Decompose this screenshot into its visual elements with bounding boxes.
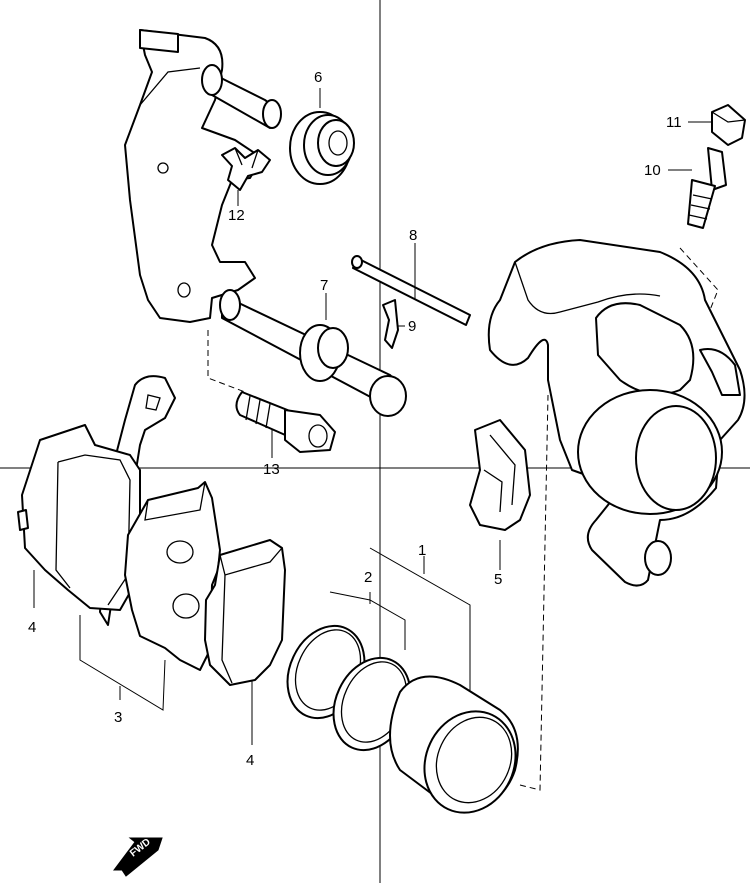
callout-10: 10 bbox=[644, 162, 661, 179]
upper-slide-pin bbox=[201, 64, 282, 129]
callout-12: 12 bbox=[228, 207, 245, 224]
callout-5: 5 bbox=[494, 571, 502, 588]
callout-4-right: 4 bbox=[246, 752, 254, 769]
pad-pin-part-8 bbox=[351, 255, 471, 326]
group-bracket-part-1 bbox=[369, 547, 471, 700]
group-bracket-part-2 bbox=[329, 591, 406, 650]
assembly-guide-line bbox=[519, 394, 549, 791]
callout-3: 3 bbox=[114, 709, 122, 726]
pad-shim-with-holes-part-3 bbox=[124, 481, 221, 671]
caliper-bracket bbox=[124, 29, 263, 323]
bolt-part-13 bbox=[235, 391, 336, 453]
pad-spring-part-5 bbox=[469, 419, 531, 531]
callout-6: 6 bbox=[314, 69, 322, 86]
clip-part-9 bbox=[382, 299, 399, 349]
callout-2: 2 bbox=[364, 569, 372, 586]
bleeder-valve-part-10 bbox=[687, 147, 727, 229]
boot-part-6 bbox=[289, 111, 355, 185]
callout-8: 8 bbox=[409, 227, 417, 244]
spring-clip-part-12 bbox=[221, 147, 271, 191]
callout-4-left: 4 bbox=[28, 619, 36, 636]
brake-pad-left-part-4 bbox=[17, 424, 141, 611]
cap-part-11 bbox=[711, 104, 746, 146]
forward-direction-arrow: FWD bbox=[113, 837, 163, 877]
callout-7: 7 bbox=[320, 277, 328, 294]
callout-13: 13 bbox=[263, 461, 280, 478]
brake-pad-right-part-4 bbox=[204, 539, 286, 686]
callout-9: 9 bbox=[408, 318, 416, 335]
callout-11: 11 bbox=[666, 114, 682, 131]
callout-1: 1 bbox=[418, 542, 426, 559]
caliper-body bbox=[487, 239, 746, 587]
slide-pin-part-7 bbox=[219, 289, 407, 417]
piston-part-1 bbox=[389, 675, 519, 814]
